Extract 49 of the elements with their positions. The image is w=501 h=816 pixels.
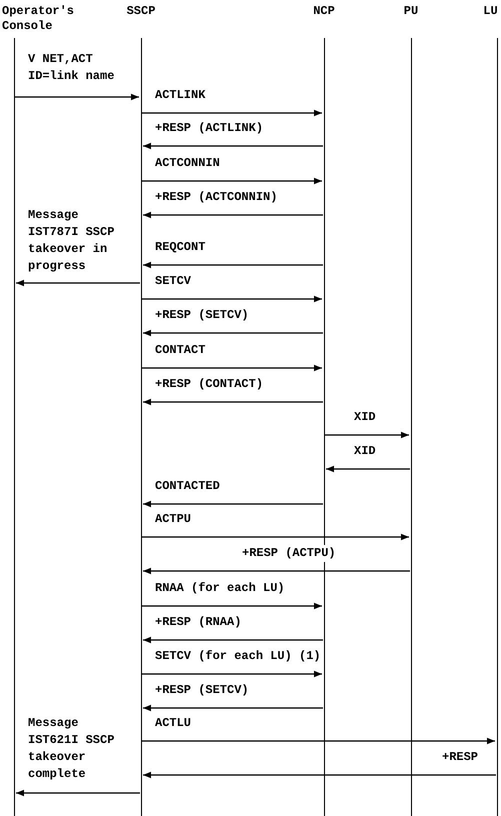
edge-label: V NET,ACT ID=link name bbox=[27, 51, 116, 85]
message-arrow bbox=[142, 738, 495, 744]
edge-label: REQCONT bbox=[154, 239, 206, 256]
message-arrow bbox=[143, 568, 410, 574]
edge-label: +RESP (RNAA) bbox=[154, 614, 242, 631]
message-arrow bbox=[16, 790, 140, 796]
message-arrow bbox=[143, 500, 323, 508]
message-arrow bbox=[142, 110, 322, 116]
message-arrow bbox=[143, 212, 323, 218]
edge-label: Message IST787I SSCP takeover in progress bbox=[27, 207, 116, 275]
edge-label: CONTACT bbox=[154, 342, 206, 359]
message-arrow bbox=[143, 330, 323, 336]
edge-label: XID bbox=[353, 409, 377, 426]
edge-label: ACTPU bbox=[154, 511, 192, 528]
participant-name: NCP bbox=[313, 4, 335, 18]
participant-name: LU bbox=[483, 4, 498, 18]
message-arrow bbox=[142, 670, 322, 678]
participant-name: SSCP bbox=[126, 4, 156, 18]
edge-label: +RESP bbox=[441, 749, 480, 766]
edge-label: +RESP (SETCV) bbox=[154, 307, 250, 324]
edge-label: +RESP (ACTLINK) bbox=[154, 120, 264, 137]
edge-label: RNAA (for each LU) bbox=[154, 580, 286, 597]
participant-name: PU bbox=[404, 4, 418, 18]
edge-label: +RESP (SETCV) bbox=[154, 682, 250, 699]
participant-name: Operator's Console bbox=[2, 4, 74, 33]
message-arrow bbox=[143, 772, 496, 778]
message-arrow bbox=[325, 432, 409, 438]
edge-label: Message IST621I SSCP takeover complete bbox=[27, 715, 116, 783]
message-arrow bbox=[143, 142, 323, 150]
message-arrow bbox=[142, 534, 409, 540]
message-arrow bbox=[16, 280, 140, 286]
message-arrow bbox=[142, 178, 322, 184]
message-arrow bbox=[15, 94, 139, 100]
edge-label: SETCV bbox=[154, 273, 192, 290]
message-arrow bbox=[326, 466, 410, 472]
message-arrow bbox=[143, 262, 323, 268]
edge-label: CONTACTED bbox=[154, 478, 221, 495]
edge-label: XID bbox=[353, 443, 377, 460]
message-arrow bbox=[143, 704, 323, 712]
message-arrow bbox=[142, 602, 322, 610]
message-arrow bbox=[142, 364, 322, 372]
message-arrow bbox=[143, 636, 323, 644]
edge-label: ACTLINK bbox=[154, 87, 206, 104]
edge-label: ACTCONNIN bbox=[154, 155, 221, 172]
edge-label: +RESP (ACTCONNIN) bbox=[154, 189, 278, 206]
message-arrow bbox=[143, 398, 323, 406]
edge-label: +RESP (CONTACT) bbox=[154, 376, 264, 393]
edge-label: ACTLU bbox=[154, 715, 192, 732]
message-arrow bbox=[142, 296, 322, 302]
